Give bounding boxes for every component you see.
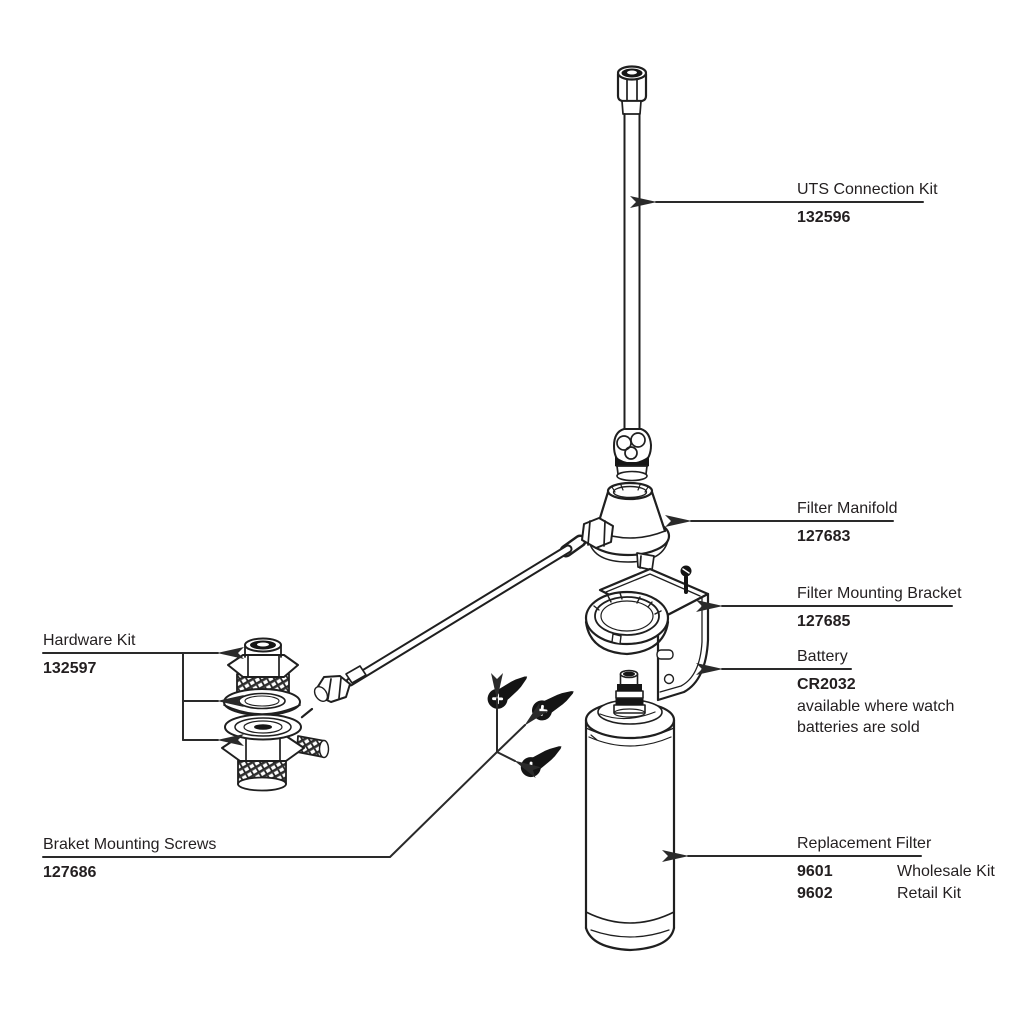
filter-manifold-label: Filter Manifold: [797, 500, 898, 517]
hardware-kit-tee-valve-drawing: [221, 713, 330, 792]
replacement-filter-kit-type-wholesale: Wholesale Kit: [897, 863, 995, 880]
filter-manifold-drawing: [559, 481, 671, 571]
uts-connection-kit-part-number: 132596: [797, 209, 851, 226]
replacement-filter-part-number-wholesale: 9601: [797, 863, 833, 880]
bracket-mounting-screw-drawing: [482, 667, 535, 714]
bracket-screws-arrow-3: [496, 751, 541, 778]
bracket-screws-leader-line: [42, 751, 498, 858]
hardware-kit-part-number: 132597: [43, 660, 97, 677]
replacement-filter-variant-row: 9602 Retail Kit: [797, 884, 961, 904]
quick-connect-fitting-drawing: [613, 428, 652, 482]
hardware-kit-label: Hardware Kit: [43, 632, 136, 649]
replacement-filter-variant-row: 9601 Wholesale Kit: [797, 862, 995, 882]
filter-mounting-bracket-drawing: [584, 565, 710, 702]
bracket-mounting-screws-label: Braket Mounting Screws: [43, 836, 217, 853]
hardware-kit-washer-drawing: [223, 688, 301, 716]
bracket-screws-arrow-2: [496, 702, 548, 753]
supply-hose-drawing: [268, 544, 573, 745]
bracket-top-screw-drawing: [680, 565, 692, 594]
battery-availability-note: available where watch batteries are sold: [797, 698, 955, 736]
leader-lines: [42, 196, 953, 862]
bracket-mounting-screw-drawing: [527, 681, 580, 725]
replacement-filter-drawing: [584, 669, 676, 952]
replacement-filter-label: Replacement Filter: [797, 835, 932, 852]
filter-manifold-part-number: 127683: [797, 528, 851, 545]
bracket-mounting-screw-drawing: [516, 737, 568, 782]
battery-label: Battery: [797, 648, 848, 665]
filter-mounting-bracket-label: Filter Mounting Bracket: [797, 585, 962, 602]
replacement-filter-kit-type-retail: Retail Kit: [897, 885, 962, 902]
filter-mounting-bracket-part-number: 127685: [797, 613, 851, 630]
uts-connection-tube-drawing: [616, 65, 648, 432]
battery-part-number: CR2032: [797, 676, 856, 693]
bracket-mounting-screws-part-number: 127686: [43, 864, 97, 881]
replacement-filter-part-number-retail: 9602: [797, 885, 833, 902]
uts-connection-kit-label: UTS Connection Kit: [797, 181, 938, 198]
